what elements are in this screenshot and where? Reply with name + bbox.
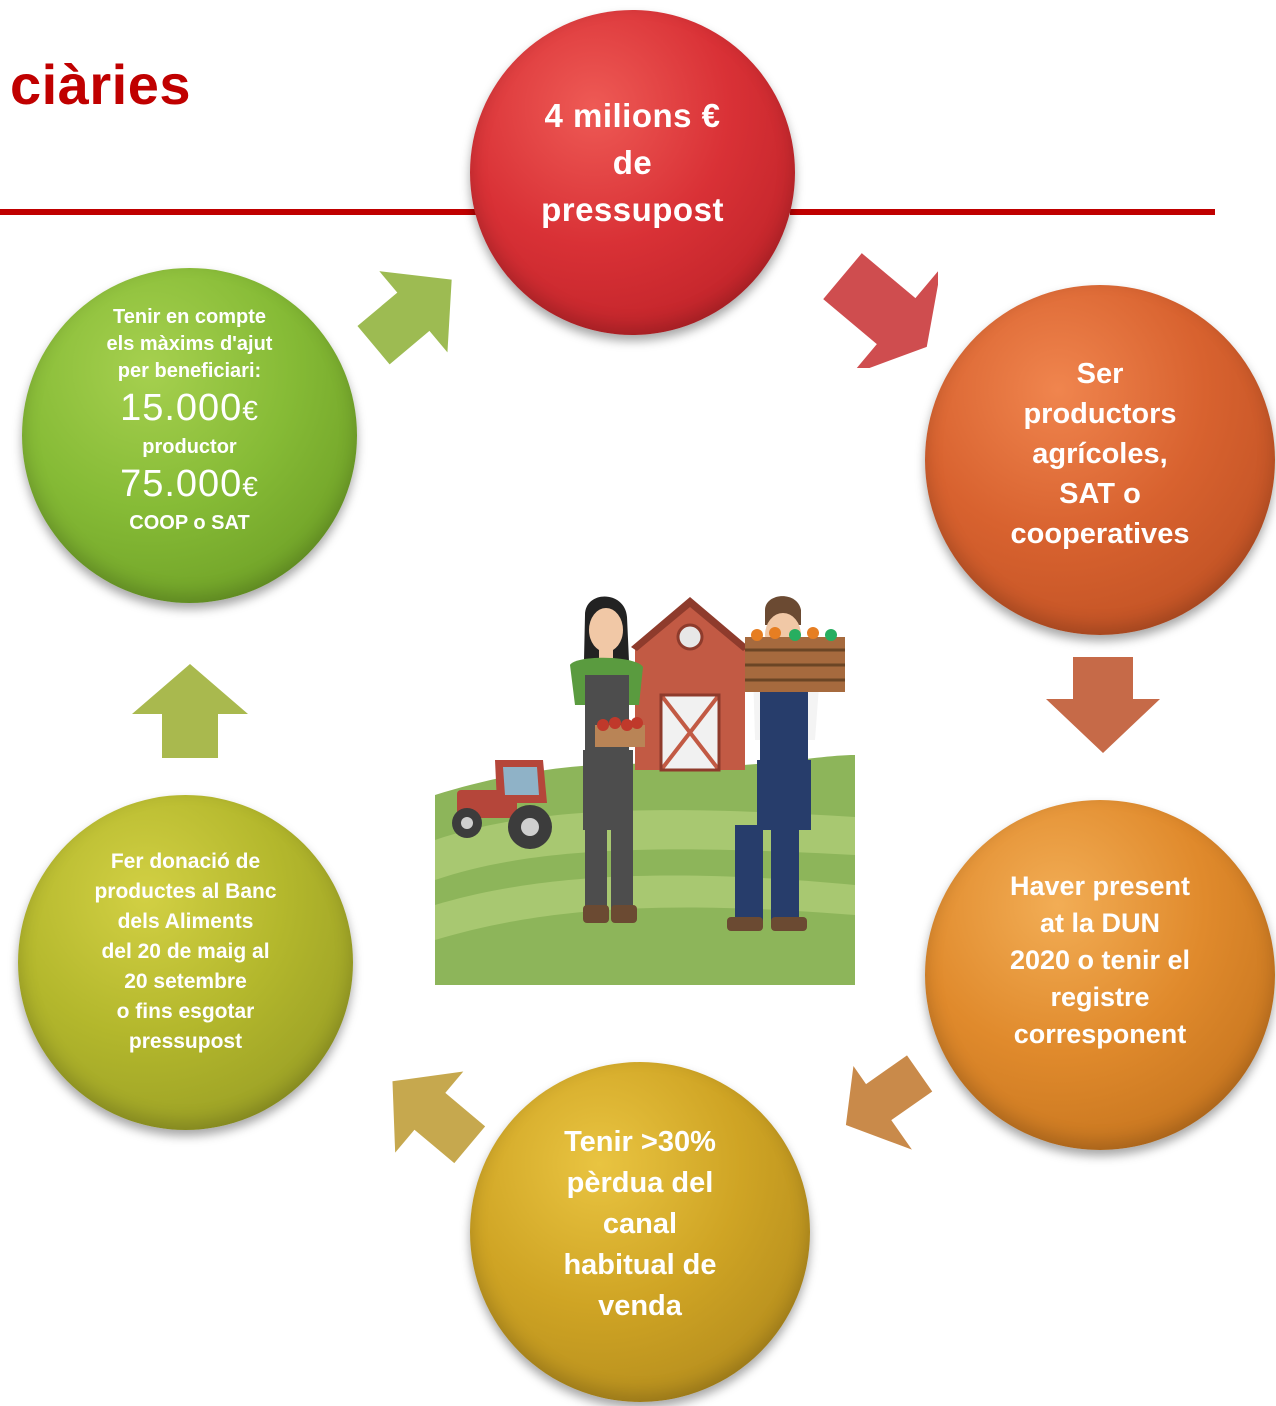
barn-icon <box>631 597 749 772</box>
step-dun-line-3: 2020 o tenir el <box>1009 944 1191 975</box>
title-rule-right <box>790 209 1215 215</box>
step-donation-line-7: pressupost <box>128 1029 243 1053</box>
arrow-donation-to-limits-icon <box>132 664 248 758</box>
step-loss-circle: Tenir >30% pèrdua del canal habitual de … <box>470 1062 810 1402</box>
step-donation-line-1: Fer donació de <box>110 849 261 873</box>
step-budget-line-2: de <box>612 144 653 181</box>
step-donation-line-3: dels Aliments <box>117 909 254 933</box>
step-budget-line-3: pressupost <box>541 191 724 228</box>
step-producers-circle: Ser productors agrícoles, SAT o cooperat… <box>925 285 1275 635</box>
step-loss-line-3: canal <box>602 1208 678 1240</box>
man-farmer-icon <box>727 596 845 931</box>
step-loss-line-2: pèrdua del <box>566 1167 714 1199</box>
arrow-budget-to-producers-icon <box>823 253 938 368</box>
step-limits-circle: Tenir en compte els màxims d'ajut per be… <box>22 268 357 603</box>
tractor-icon <box>452 760 552 849</box>
step-donation-line-4: del 20 de maig al <box>101 939 270 963</box>
arrow-limits-to-budget-icon <box>357 271 452 365</box>
step-limits-amount-2: 75.000€ <box>120 461 259 510</box>
step-dun-line-1: Haver present <box>1009 870 1191 901</box>
step-producers-line-1: Ser <box>1076 358 1124 390</box>
step-loss-line-5: venda <box>598 1290 682 1322</box>
step-donation-line-2: productes al Banc <box>94 879 277 903</box>
arrow-loss-to-donation-icon <box>392 1071 486 1164</box>
step-limits-intro-3: per beneficiari: <box>117 360 262 382</box>
step-limits-label-1: productor <box>142 436 237 458</box>
step-limits-currency-1: € <box>242 395 259 426</box>
step-donation-circle: Fer donació de productes al Banc dels Al… <box>18 795 353 1130</box>
step-donation-line-5: 20 setembre <box>124 969 247 993</box>
step-producers-line-2: productors <box>1023 398 1177 430</box>
arrow-dun-to-loss-icon <box>845 1055 933 1150</box>
step-budget-circle: 4 milions € de pressupost <box>470 10 795 335</box>
step-producers-line-5: cooperatives <box>1010 518 1190 550</box>
farmers-illustration <box>435 555 855 985</box>
step-limits-amount-1: 15.000€ <box>120 385 259 434</box>
step-limits-intro-2: els màxims d'ajut <box>106 333 273 355</box>
title-rule-left <box>0 209 480 215</box>
step-limits-currency-2: € <box>242 471 259 502</box>
step-loss-line-4: habitual de <box>563 1249 717 1281</box>
step-budget-line-1: 4 milions € <box>544 97 721 134</box>
step-dun-line-2: at la DUN <box>1039 907 1161 938</box>
step-donation-line-6: o fins esgotar <box>116 999 255 1023</box>
step-dun-circle: Haver present at la DUN 2020 o tenir el … <box>925 800 1275 1150</box>
step-limits-amount-1-value: 15.000 <box>120 387 243 429</box>
step-dun-line-5: corresponent <box>1013 1018 1187 1049</box>
arrow-producers-to-dun-icon <box>1046 657 1160 753</box>
step-producers-line-3: agrícoles, <box>1032 438 1168 470</box>
step-dun-line-4: registre <box>1050 981 1150 1012</box>
step-limits-label-2: COOP o SAT <box>129 512 250 534</box>
step-limits-amount-2-value: 75.000 <box>120 463 243 505</box>
step-producers-line-4: SAT o <box>1059 478 1141 510</box>
woman-farmer-icon <box>570 596 645 923</box>
page-title: ciàries <box>10 53 191 116</box>
step-limits-intro-1: Tenir en compte <box>113 306 266 328</box>
step-loss-line-1: Tenir >30% <box>564 1126 716 1158</box>
